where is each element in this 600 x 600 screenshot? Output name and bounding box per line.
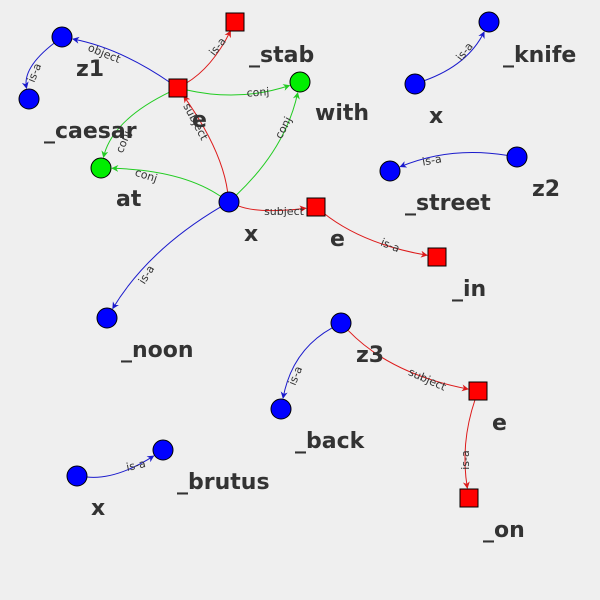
edge-ed-z1-isa xyxy=(21,42,55,89)
node-label: _in xyxy=(452,277,486,302)
edge-ed-back-isa xyxy=(280,327,333,399)
node-label: _noon xyxy=(121,338,194,363)
predicate-node[interactable] xyxy=(459,488,479,508)
edge-ed-stab-isa xyxy=(185,30,231,84)
node-label: _on xyxy=(483,518,525,543)
entity-node[interactable] xyxy=(270,398,292,420)
edge-ed-street-isa xyxy=(399,152,508,168)
edge-ed-obj xyxy=(72,36,171,84)
edge-ed-subj1 xyxy=(183,95,229,193)
node-label: x xyxy=(91,496,105,521)
node-label: _knife xyxy=(503,43,576,68)
node-label: z3 xyxy=(356,343,384,368)
entity-node[interactable] xyxy=(218,191,240,213)
entity-node[interactable] xyxy=(18,88,40,110)
entity-node[interactable] xyxy=(379,160,401,182)
edge-label: is-a xyxy=(459,450,472,470)
edge-ed-in-isa xyxy=(322,212,428,258)
predicate-node[interactable] xyxy=(468,381,488,401)
entity-node[interactable] xyxy=(152,439,174,461)
edge-label: subject xyxy=(264,205,305,218)
edge-ed-noon-isa xyxy=(112,206,221,310)
node-label: e xyxy=(492,411,507,436)
predicate-node[interactable] xyxy=(427,247,447,267)
node-label: x xyxy=(429,104,443,129)
edge-label: conj xyxy=(246,85,270,100)
nodes-layer xyxy=(18,11,528,508)
node-label: x xyxy=(244,222,258,247)
predicate-node[interactable] xyxy=(306,197,326,217)
predicate-node[interactable] xyxy=(225,12,245,32)
predicate-node[interactable] xyxy=(168,78,188,98)
entity-node[interactable] xyxy=(478,11,500,33)
node-label: e xyxy=(330,227,345,252)
edge-ed-knife-isa xyxy=(424,31,485,82)
entity-node[interactable] xyxy=(506,146,528,168)
edge-ed-conj-at1 xyxy=(101,91,171,158)
node-label: _caesar xyxy=(44,119,137,144)
connector-node[interactable] xyxy=(90,157,112,179)
connector-node[interactable] xyxy=(289,71,311,93)
node-label: _brutus xyxy=(177,470,270,495)
node-label: at xyxy=(116,187,142,212)
edge-ed-conj-with1 xyxy=(186,84,291,96)
entity-node[interactable] xyxy=(51,26,73,48)
entity-node[interactable] xyxy=(330,312,352,334)
node-label: with xyxy=(315,101,369,126)
node-label: z2 xyxy=(532,177,560,202)
node-label: _back xyxy=(295,429,366,454)
edge-ed-on-isa xyxy=(462,399,476,489)
edge-ed-subj3 xyxy=(347,329,469,392)
node-label: e xyxy=(192,108,207,133)
edge-ed-subj2 xyxy=(238,205,307,213)
entity-node[interactable] xyxy=(66,465,88,487)
node-label: _stab xyxy=(249,43,314,68)
entity-node[interactable] xyxy=(404,73,426,95)
edge-ed-conj-at2 xyxy=(111,164,222,197)
entity-node[interactable] xyxy=(96,307,118,329)
edge-ed-conj-with2 xyxy=(235,92,300,196)
node-label: _street xyxy=(405,191,491,216)
node-label: z1 xyxy=(76,57,104,82)
edge-label: is-a xyxy=(125,457,147,474)
edge-label: is-a xyxy=(421,152,442,168)
edge-ed-brutus-isa xyxy=(86,455,155,478)
